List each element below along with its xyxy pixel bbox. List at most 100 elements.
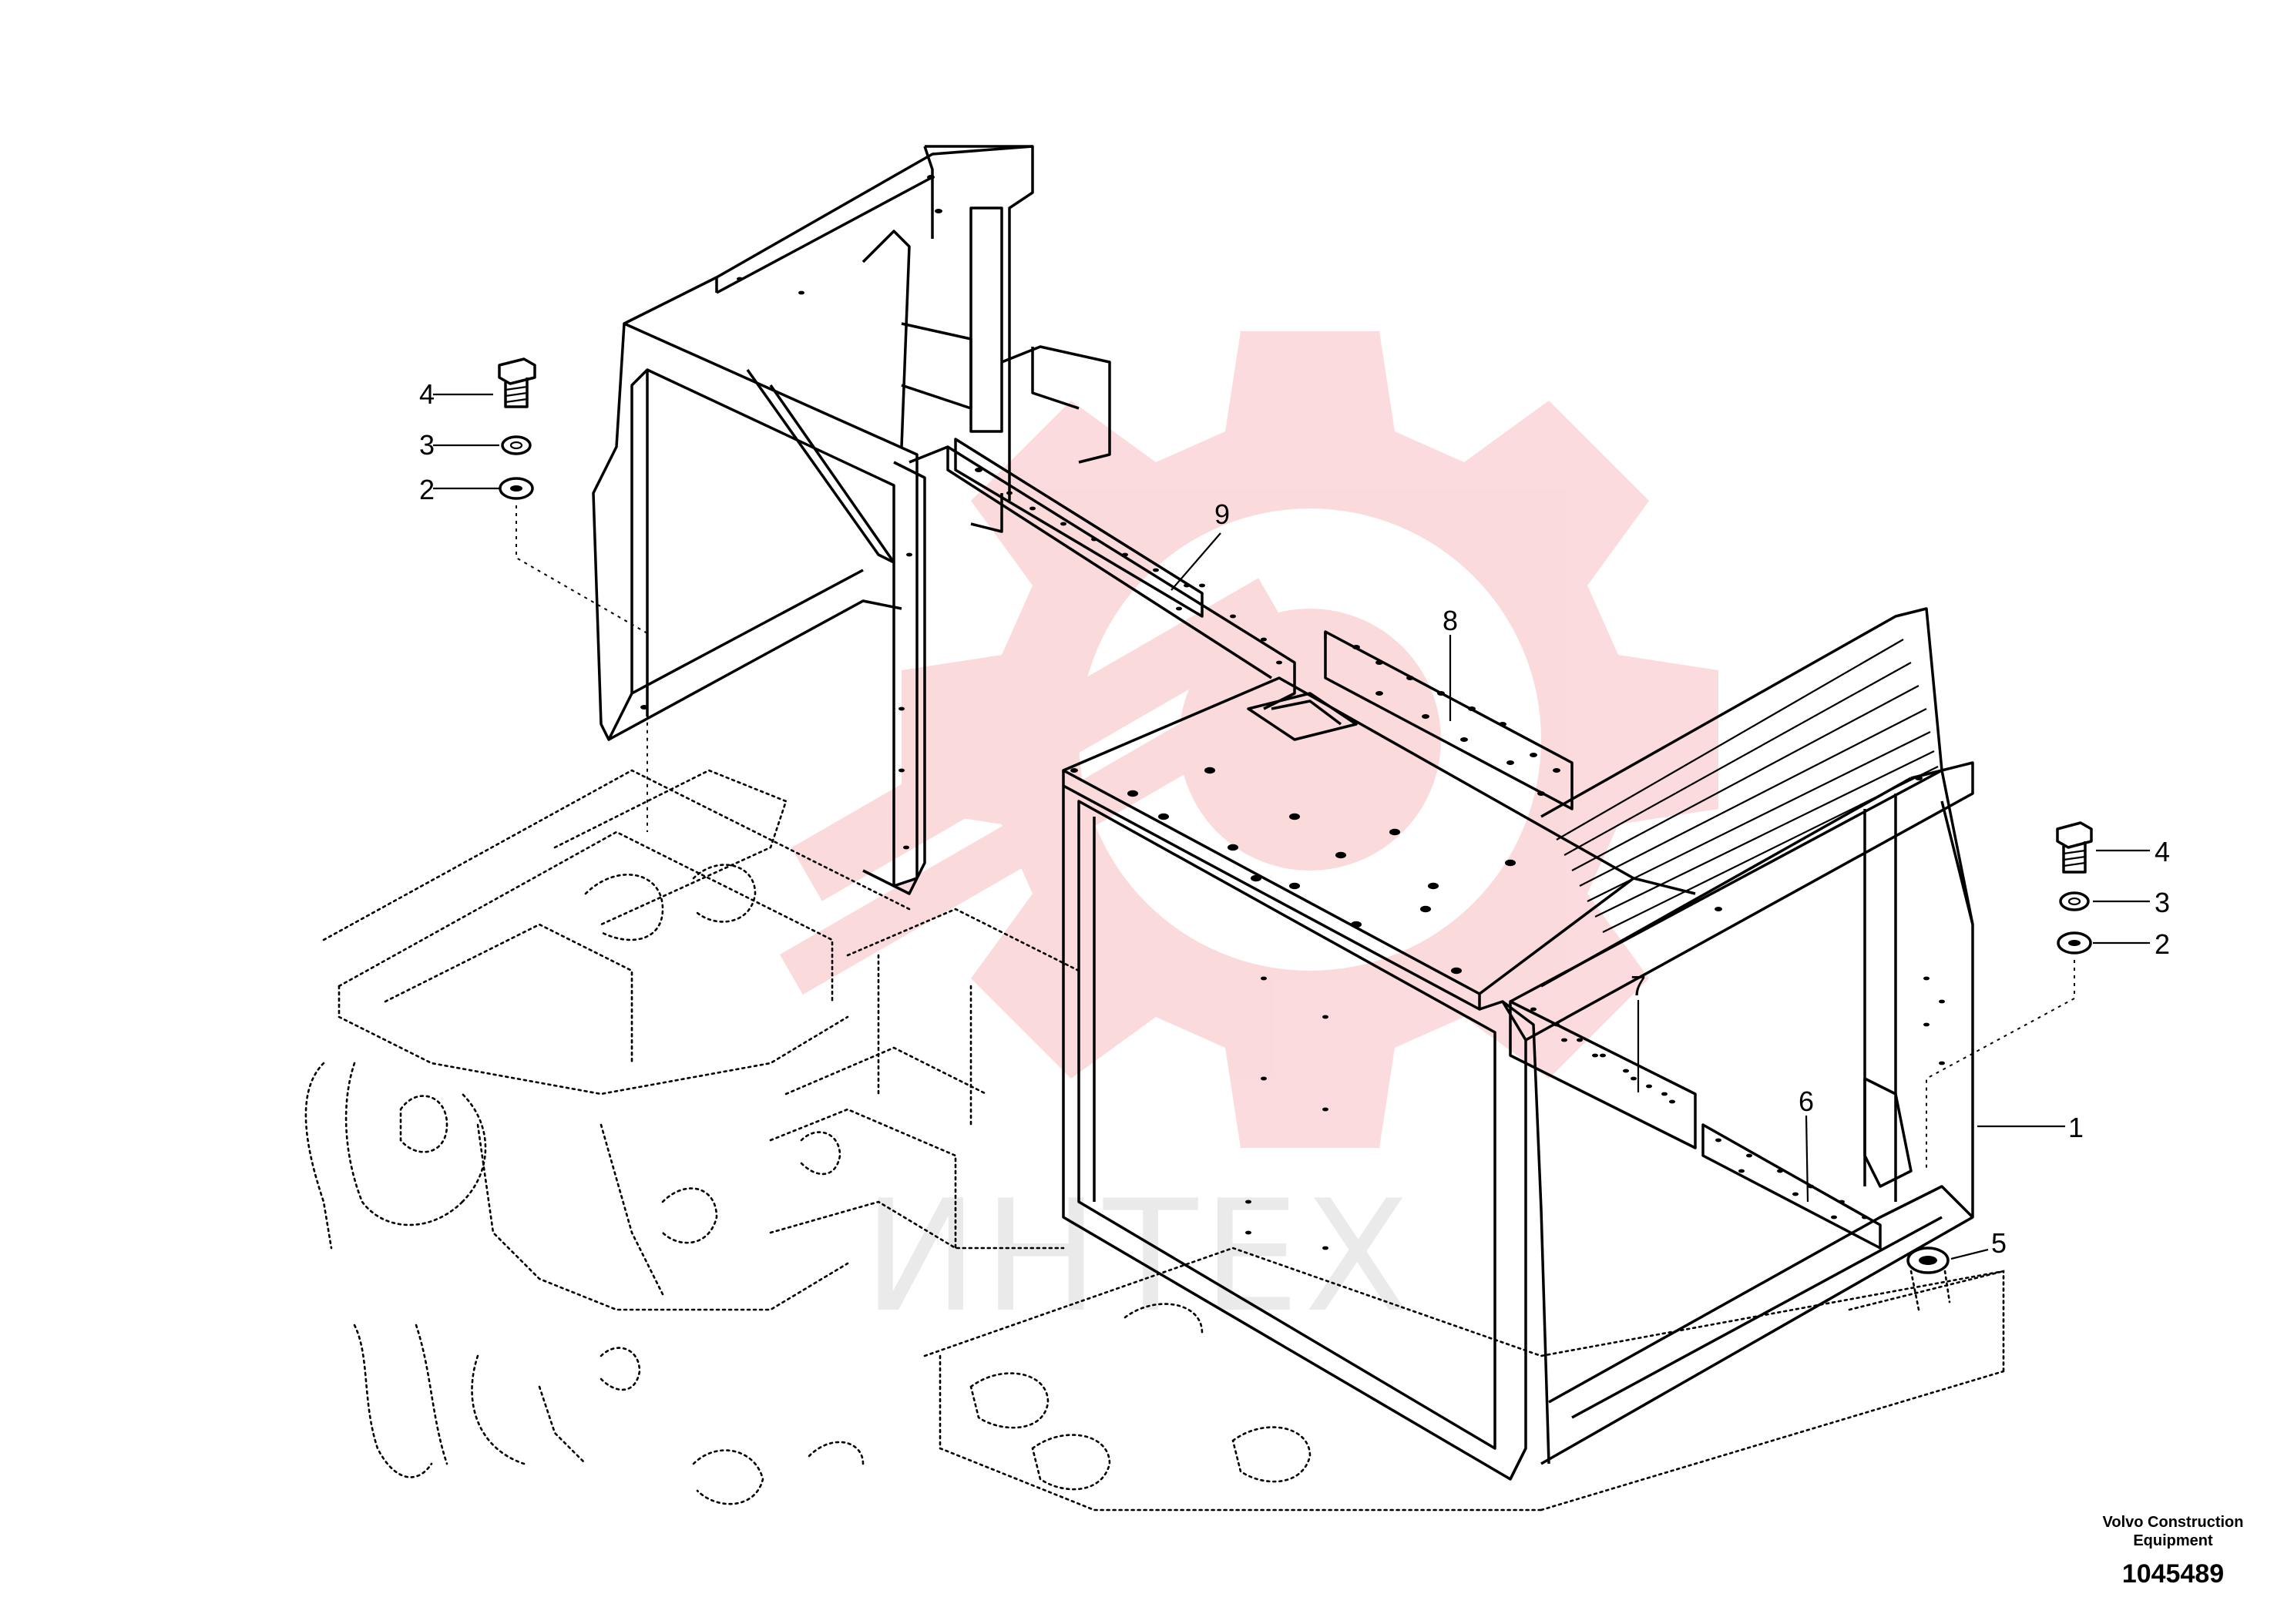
fastener-stack-right [1926,821,2150,1171]
mounting-hole [935,209,942,213]
mounting-hole [1553,768,1560,773]
mounting-hole [898,768,905,773]
mounting-hole [1923,976,1930,981]
mounting-hole [1245,1200,1251,1204]
mounting-hole [1322,1107,1328,1112]
mounting-hole [975,468,982,472]
mounting-hole [1158,813,1169,820]
mounting-hole [1351,921,1362,928]
mounting-hole [1261,976,1267,981]
brand-line-2: Equipment [2133,1532,2213,1549]
brand-line-1: Volvo Construction [2103,1514,2244,1531]
mounting-hole [1176,606,1182,611]
mounting-hole [1335,851,1346,859]
mounting-hole [1561,1038,1567,1042]
mounting-hole [1122,552,1128,557]
callout-3-right: 3 [2155,887,2170,918]
mounting-hole [1777,1169,1783,1173]
callout-leaders [1171,532,2065,1260]
mounting-hole [1322,1246,1328,1250]
mounting-hole [1530,753,1537,757]
mounting-hole [1406,676,1414,680]
mounting-hole [1230,614,1236,619]
mounting-hole [1451,967,1462,975]
mounting-hole [1746,1153,1752,1158]
mounting-hole [1006,491,1013,495]
mounting-hole [1428,882,1439,890]
mounting-hole [1600,1053,1606,1058]
mounting-hole [1808,1184,1814,1189]
mounting-hole [1228,844,1238,851]
mounting-hole [1091,537,1097,542]
lock-washer-icon [501,435,532,455]
mounting-hole [1127,790,1138,797]
flat-washer-icon [2057,931,2092,955]
mounting-hole [1184,583,1190,588]
callout-9: 9 [1214,498,1230,530]
mounting-hole [1939,999,1945,1004]
mounting-hole [1792,1192,1799,1196]
mounting-hole [1646,1084,1652,1089]
callout-4-left: 4 [419,378,435,410]
mounting-hole [1029,506,1036,511]
mounting-hole [1537,791,1545,796]
mounting-hole [1839,1200,1845,1204]
mounting-hole [927,175,935,180]
callout-4-right: 4 [2155,836,2170,867]
callout-5: 5 [1991,1227,2007,1259]
watermark-text: ИНТЕХ [863,1167,1415,1347]
mounting-hole [1322,1015,1328,1019]
mounting-hole [1251,874,1261,882]
counterweight-frame [592,145,1974,1481]
mounting-hole [1505,859,1516,867]
mounting-hole [906,552,912,557]
mounting-hole [1499,722,1506,726]
mounting-hole [898,706,905,711]
mounting-hole [1375,660,1383,665]
fastener-stack-left [433,357,648,832]
mounting-hole [1862,1215,1868,1220]
mounting-hole [1577,1038,1583,1042]
mounting-hole [1669,1099,1675,1104]
mounting-hole [1153,568,1159,572]
callout-2-left: 2 [419,474,435,505]
mounting-hole [1661,1092,1668,1096]
mounting-hole [903,845,909,850]
lock-washer-icon [2059,891,2090,911]
mounting-hole [1831,1215,1837,1220]
mounting-hole [737,277,743,281]
mounting-hole [1437,691,1445,696]
mounting-hole [1939,1061,1945,1065]
callout-labels: 1 2 2 3 3 4 4 5 6 7 8 9 [419,378,2170,1259]
mounting-hole [1204,767,1215,774]
mounting-hole [1460,737,1468,742]
mounting-hole [1715,907,1722,911]
mounting-holes [640,175,1945,1250]
mounting-hole [1715,1138,1721,1143]
bolt-icon [2056,821,2093,874]
mounting-hole [1245,1230,1251,1235]
mounting-hole [1506,760,1514,765]
mounting-hole [1623,1069,1629,1073]
title-block: Volvo Construction Equipment 1045489 [2103,1514,2244,1589]
mounting-hole [640,705,648,710]
mounting-hole [1261,637,1267,642]
mounting-hole [1261,1076,1267,1081]
mounting-hole [1289,813,1300,820]
mounting-hole [1389,828,1400,836]
callout-3-left: 3 [419,429,435,461]
mounting-hole [1915,776,1923,780]
mounting-hole [1289,882,1300,890]
mounting-hole [1420,905,1431,913]
gear-watermark-icon [779,331,1718,1148]
mounting-hole [1276,660,1282,665]
mounting-hole [1923,1022,1930,1027]
mounting-hole [1530,1007,1537,1012]
mounting-hole [1738,1169,1745,1173]
callout-2-right: 2 [2155,928,2170,960]
mounting-hole [798,290,804,295]
mounting-hole [1631,1076,1637,1081]
callout-6: 6 [1799,1085,1814,1117]
